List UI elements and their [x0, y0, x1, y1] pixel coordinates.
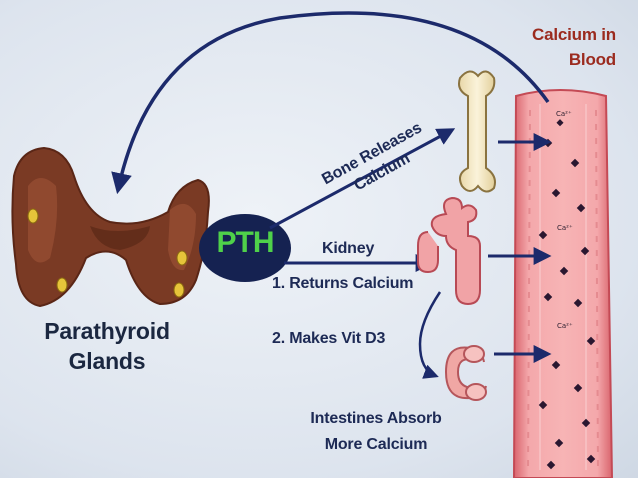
parathyroid-nodule [27, 208, 188, 298]
calcium-ion-label: Ca²⁺ [557, 322, 573, 330]
pth-label: PTH [216, 226, 275, 259]
returns-calcium-label: 1. Returns Calcium [272, 275, 414, 292]
feedback-arrow [111, 11, 550, 195]
thyroid-gland-icon [11, 146, 210, 308]
calcium-ion-label: Ca²⁺ [556, 110, 572, 118]
intestine-icon [444, 345, 487, 401]
pth-to-bone-arrow [269, 128, 456, 230]
calcium-ion-label: Ca²⁺ [557, 224, 573, 232]
blood-vessel-icon [512, 89, 614, 478]
kidney-to-intestine-arrow [418, 291, 442, 379]
kidney-nephron-icon [417, 196, 481, 306]
bone-icon [458, 70, 496, 193]
pth-oval [199, 214, 291, 282]
kidney-label: Kidney [322, 240, 375, 257]
makes-vit-d3-label: 2. Makes Vit D3 [272, 330, 386, 347]
